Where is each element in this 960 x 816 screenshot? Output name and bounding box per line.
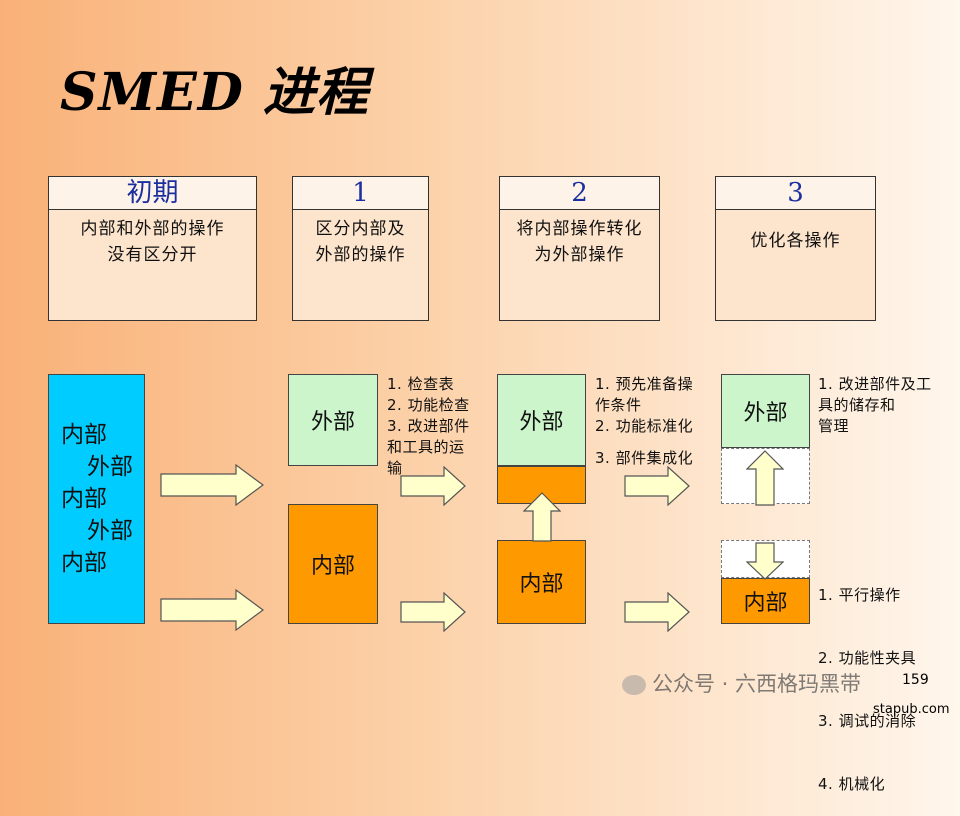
initial-label: 内部 (61, 486, 107, 512)
note-line: 1. 改进部件及工 (818, 375, 932, 393)
stage-1-line: 外部的操作 (315, 245, 406, 265)
stage-3-desc: 优化各操作 (716, 210, 875, 254)
note-line: 作条件 (595, 396, 642, 414)
right-arrow-icon (160, 589, 264, 631)
stage-1-external-block: 外部 (288, 374, 378, 466)
note-line: 和工具的运 (387, 438, 465, 456)
stage-2: 2 将内部操作转化 为外部操作 (499, 176, 660, 321)
stage-3-head: 3 (716, 177, 875, 210)
external-label: 外部 (519, 410, 564, 435)
initial-label: 外部 (87, 518, 133, 544)
stage-2-line: 为外部操作 (534, 245, 625, 265)
note-line: 1. 预先准备操 (595, 375, 694, 393)
stage-1-desc: 区分内部及 外部的操作 (293, 210, 428, 268)
right-arrow-icon (160, 464, 264, 506)
right-arrow-icon (400, 592, 466, 632)
site-link[interactable]: stapub.com (873, 702, 950, 717)
up-arrow-icon (523, 492, 561, 542)
stage-initial-line: 内部和外部的操作 (80, 219, 225, 239)
note-line (595, 437, 693, 448)
internal-label: 内部 (743, 591, 788, 616)
right-arrow-icon (624, 592, 690, 632)
initial-label: 外部 (87, 454, 133, 480)
watermark: 公众号 · 六西格玛黑带 (622, 668, 861, 698)
stage-1-line: 区分内部及 (315, 219, 406, 239)
note-line: 输 (387, 459, 403, 477)
stage-2-external-block: 外部 (497, 374, 586, 466)
external-label: 外部 (310, 410, 355, 435)
stage-2-line: 将内部操作转化 (516, 219, 643, 239)
wechat-icon (622, 675, 646, 695)
initial-label: 内部 (61, 422, 107, 448)
stage-initial: 初期 内部和外部的操作 没有区分开 (48, 176, 257, 321)
stage-2-head: 2 (500, 177, 659, 210)
right-arrow-icon (400, 466, 466, 506)
initial-label: 内部 (61, 550, 107, 576)
right-arrow-icon (624, 466, 690, 506)
stage-3-internal-block: 内部 (721, 578, 810, 624)
note-line: 2. 功能检查 (387, 396, 470, 414)
note-line: 3. 改进部件 (387, 417, 470, 435)
note-line: 2. 功能性夹具 (818, 649, 917, 667)
stage-1-notes: 1. 检查表 2. 功能检查 3. 改进部件 和工具的运 输 (387, 374, 470, 479)
stage-2-notes: 1. 预先准备操 作条件 2. 功能标准化 3. 部件集成化 (595, 374, 693, 469)
note-line: 3. 部件集成化 (595, 449, 694, 467)
stage-initial-desc: 内部和外部的操作 没有区分开 (49, 210, 256, 268)
external-label: 外部 (743, 401, 788, 426)
initial-mixed-block: 内部 外部 内部 外部 内部 (48, 374, 145, 624)
stage-3-line: 优化各操作 (750, 231, 841, 251)
stage-3: 3 优化各操作 (715, 176, 876, 321)
page-number: 159 (902, 672, 929, 688)
stage-1-head: 1 (293, 177, 428, 210)
stage-initial-line: 没有区分开 (107, 245, 198, 265)
note-line: 2. 功能标准化 (595, 417, 694, 435)
internal-label: 内部 (310, 554, 355, 579)
note-line: 管理 (818, 417, 850, 435)
note-line: 具的储存和 (818, 396, 896, 414)
down-arrow-icon (746, 542, 784, 580)
stage-2-desc: 将内部操作转化 为外部操作 (500, 210, 659, 268)
stage-initial-head: 初期 (49, 177, 256, 210)
stage-1-internal-block: 内部 (288, 504, 378, 624)
stage-1: 1 区分内部及 外部的操作 (292, 176, 429, 321)
stage-3-top-notes: 1. 改进部件及工 具的储存和 管理 (818, 374, 932, 437)
page-title: SMED 进程 (60, 62, 369, 123)
note-line: 1. 平行操作 (818, 586, 901, 604)
note-line: 4. 机械化 (818, 775, 886, 793)
note-line: 1. 检查表 (387, 375, 455, 393)
stage-2-internal-block: 内部 (497, 540, 586, 624)
stage-3-external-block: 外部 (721, 374, 810, 448)
watermark-text: 公众号 · 六西格玛黑带 (652, 672, 862, 696)
internal-label: 内部 (519, 572, 564, 597)
up-arrow-icon (746, 450, 784, 506)
